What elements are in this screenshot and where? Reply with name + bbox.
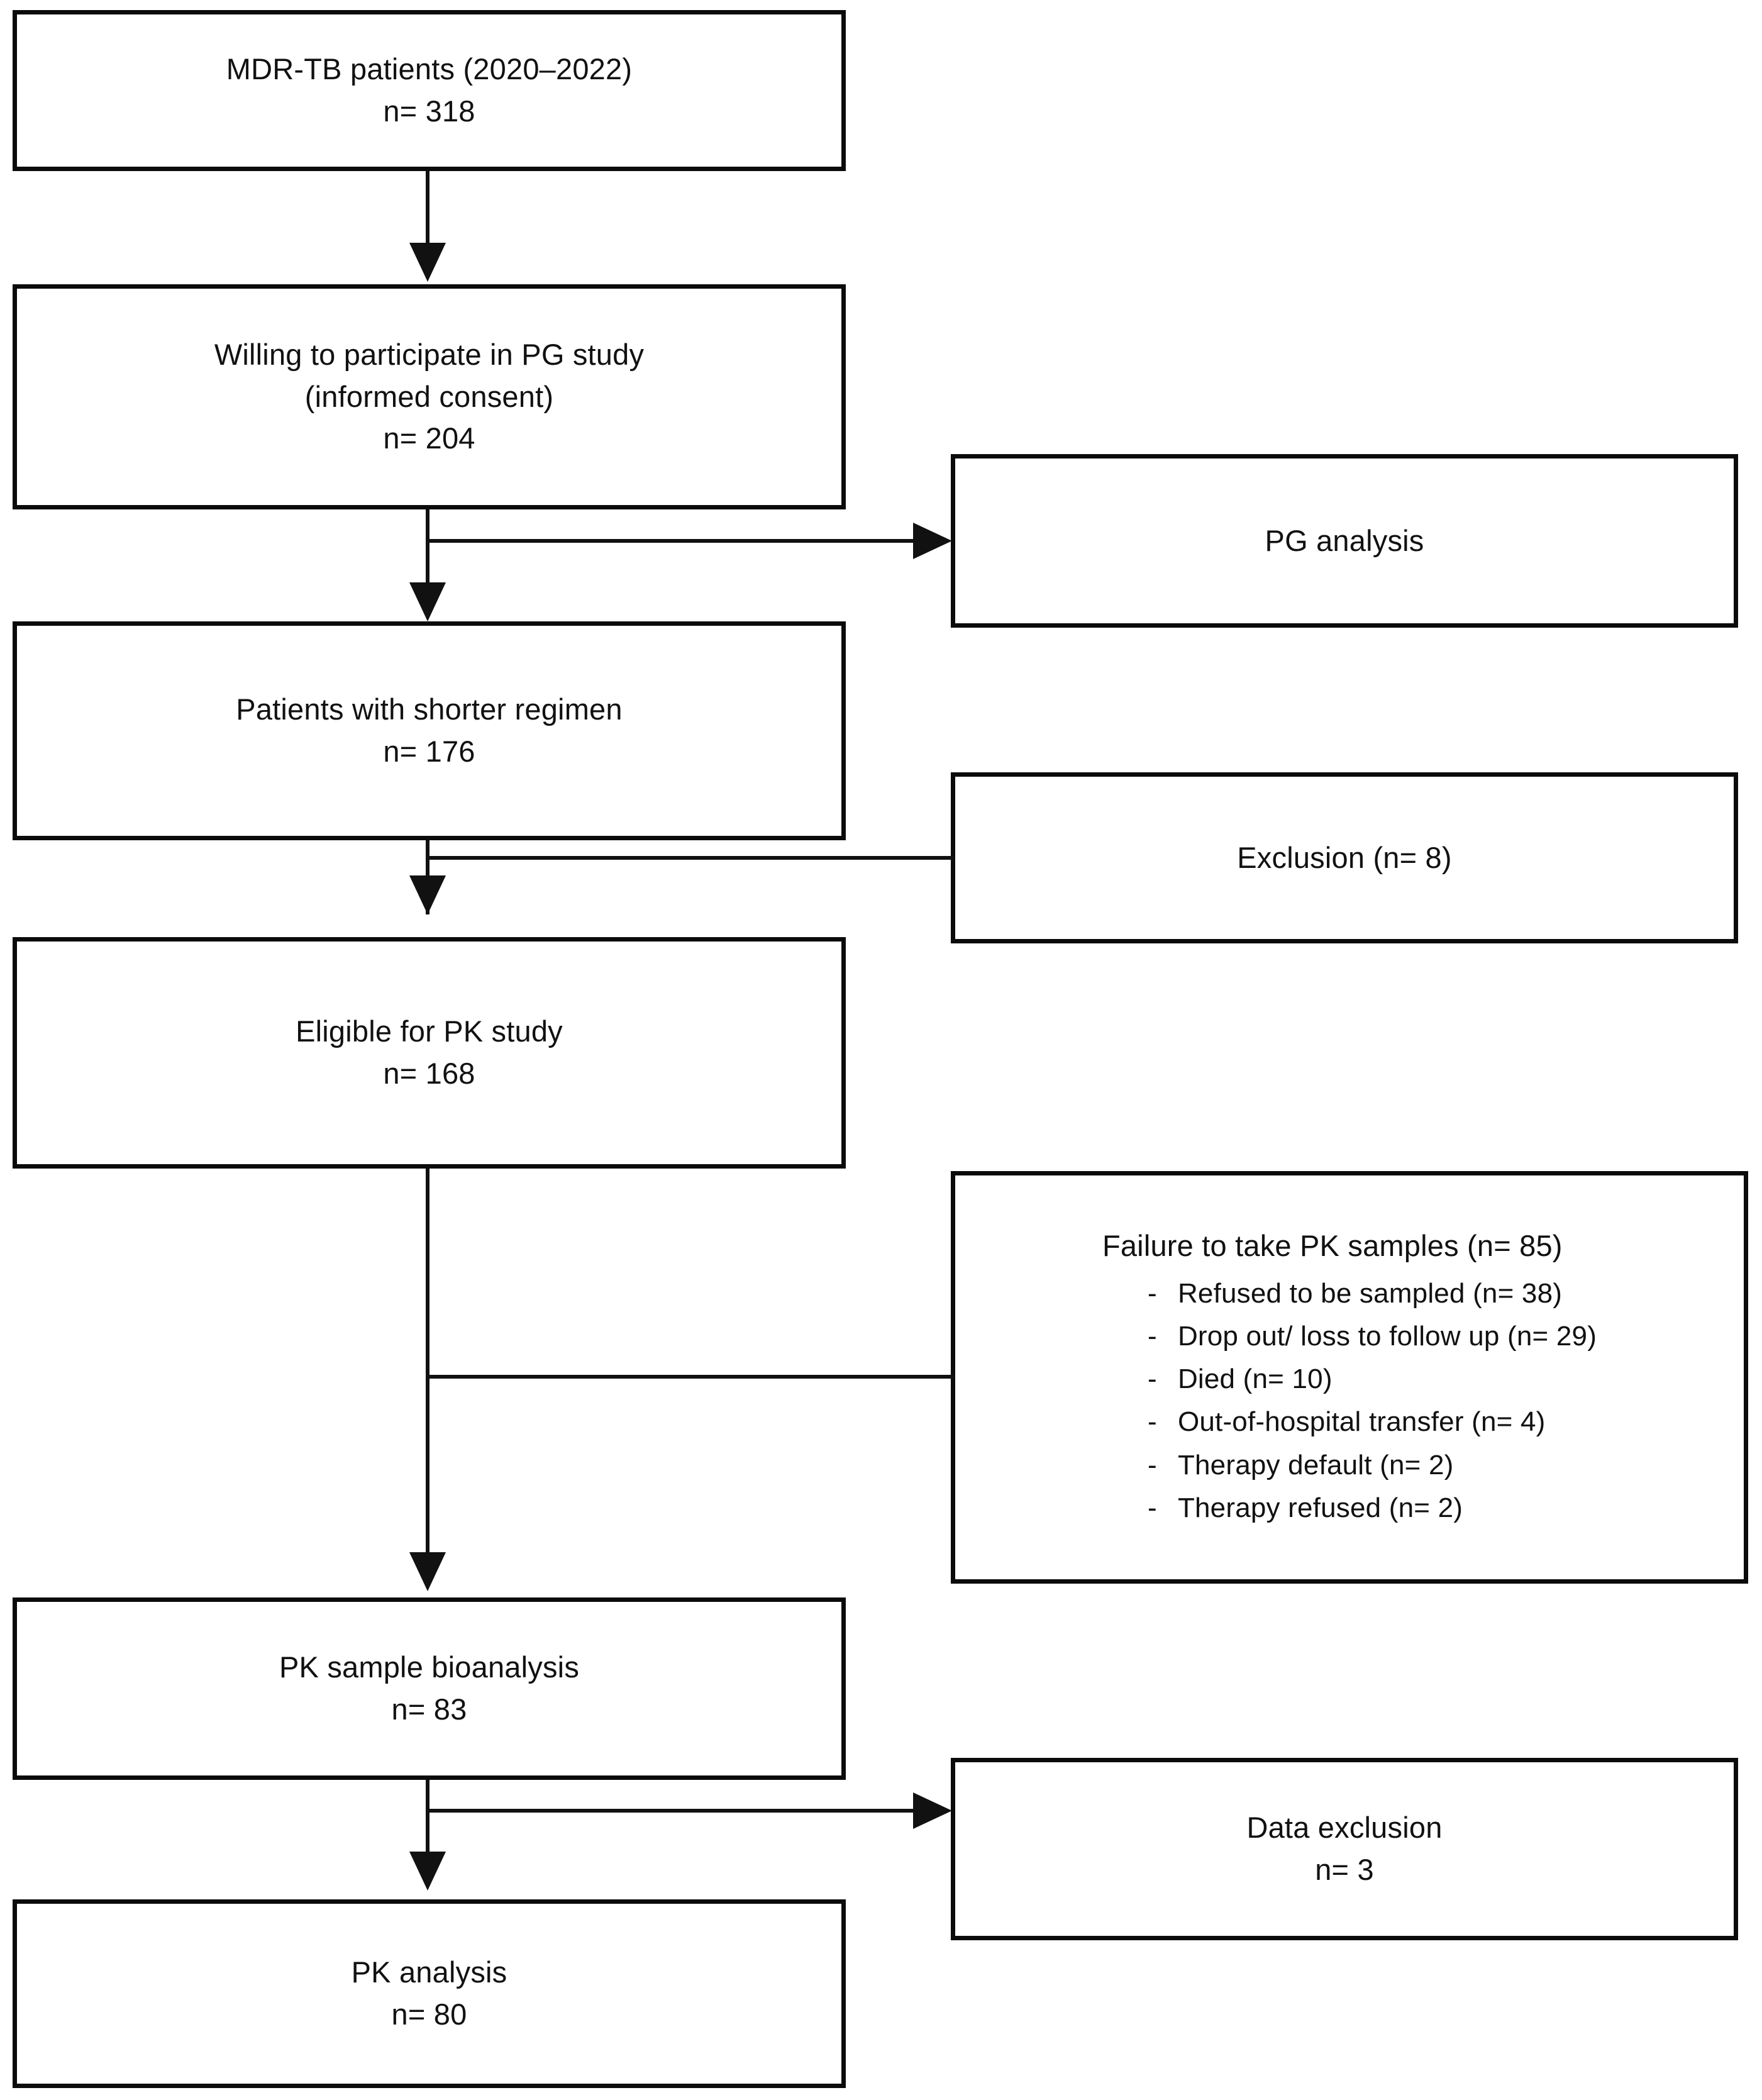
- arrowhead-down-eligible-to-bioanalysis: [409, 1552, 446, 1591]
- connector-shorter-to-exclusion: [426, 856, 954, 860]
- connector-eligible-to-bioanalysis: [426, 1169, 429, 1558]
- node-exclusion: Exclusion (n= 8): [951, 772, 1738, 943]
- list-item: Refused to be sampled (n= 38): [1143, 1272, 1597, 1315]
- failure-bullet-list: Refused to be sampled (n= 38) Drop out/ …: [1102, 1272, 1597, 1530]
- connector-consented-to-shorter: [426, 509, 429, 585]
- node-shorter-line-1: Patients with shorter regimen: [236, 692, 623, 726]
- list-item: Therapy refused (n= 2): [1143, 1487, 1597, 1530]
- node-mdr-tb-patients-line-1: MDR-TB patients (2020–2022): [226, 52, 633, 86]
- node-pg-analysis: PG analysis: [951, 454, 1738, 628]
- list-item: Therapy default (n= 2): [1143, 1444, 1597, 1487]
- node-bioanalysis-line-2: n= 83: [391, 1692, 467, 1726]
- arrowhead-down-enrolled-to-consented: [409, 243, 446, 282]
- node-pk-sample-bioanalysis: PK sample bioanalysis n= 83: [13, 1597, 846, 1780]
- node-exclusion-label: Exclusion (n= 8): [1237, 840, 1452, 874]
- node-willing-line-2: (informed consent): [304, 379, 554, 413]
- arrowhead-right-to-pg-analysis: [913, 523, 952, 559]
- arrowhead-right-to-data-exclusion: [913, 1792, 952, 1829]
- failure-content: Failure to take PK samples (n= 85) Refus…: [1102, 1225, 1597, 1530]
- node-data-exclusion: Data exclusion n= 3: [951, 1758, 1738, 1940]
- connector-bioanalysis-to-pk-analysis: [426, 1780, 429, 1855]
- node-willing-line-1: Willing to participate in PG study: [214, 337, 645, 371]
- node-pk-analysis-line-1: PK analysis: [351, 1955, 507, 1989]
- node-eligible-line-1: Eligible for PK study: [296, 1014, 563, 1048]
- node-data-exclusion-line-2: n= 3: [1315, 1853, 1374, 1886]
- node-bioanalysis-line-1: PK sample bioanalysis: [279, 1650, 580, 1684]
- node-data-exclusion-line-1: Data exclusion: [1246, 1811, 1443, 1845]
- connector-enrolled-to-consented: [426, 171, 429, 245]
- connector-consented-to-pg-analysis: [426, 539, 919, 543]
- node-mdr-tb-patients-line-2: n= 318: [383, 94, 475, 128]
- node-shorter-line-2: n= 176: [383, 735, 475, 768]
- list-item: Drop out/ loss to follow up (n= 29): [1143, 1315, 1597, 1358]
- node-pg-analysis-label: PG analysis: [1265, 523, 1424, 557]
- connector-eligible-to-failure: [426, 1375, 954, 1379]
- node-failure-to-take-pk-samples: Failure to take PK samples (n= 85) Refus…: [951, 1171, 1748, 1584]
- node-willing-to-participate: Willing to participate in PG study (info…: [13, 284, 846, 509]
- node-pk-analysis: PK analysis n= 80: [13, 1899, 846, 2088]
- list-item: Died (n= 10): [1143, 1358, 1597, 1401]
- node-eligible-line-2: n= 168: [383, 1057, 475, 1090]
- node-eligible-for-pk-study: Eligible for PK study n= 168: [13, 937, 846, 1169]
- connector-bioanalysis-to-data-exclusion: [426, 1809, 919, 1813]
- list-item: Out-of-hospital transfer (n= 4): [1143, 1401, 1597, 1443]
- failure-title: Failure to take PK samples (n= 85): [1102, 1229, 1563, 1263]
- node-mdr-tb-patients: MDR-TB patients (2020–2022) n= 318: [13, 10, 846, 171]
- node-willing-line-3: n= 204: [383, 421, 475, 455]
- node-pk-analysis-line-2: n= 80: [391, 1997, 467, 2031]
- arrowhead-down-bioanalysis-to-pk-analysis: [409, 1852, 446, 1891]
- node-patients-shorter-regimen: Patients with shorter regimen n= 176: [13, 621, 846, 840]
- arrowhead-down-consented-to-shorter: [409, 582, 446, 621]
- arrowhead-down-shorter-to-eligible: [409, 875, 446, 914]
